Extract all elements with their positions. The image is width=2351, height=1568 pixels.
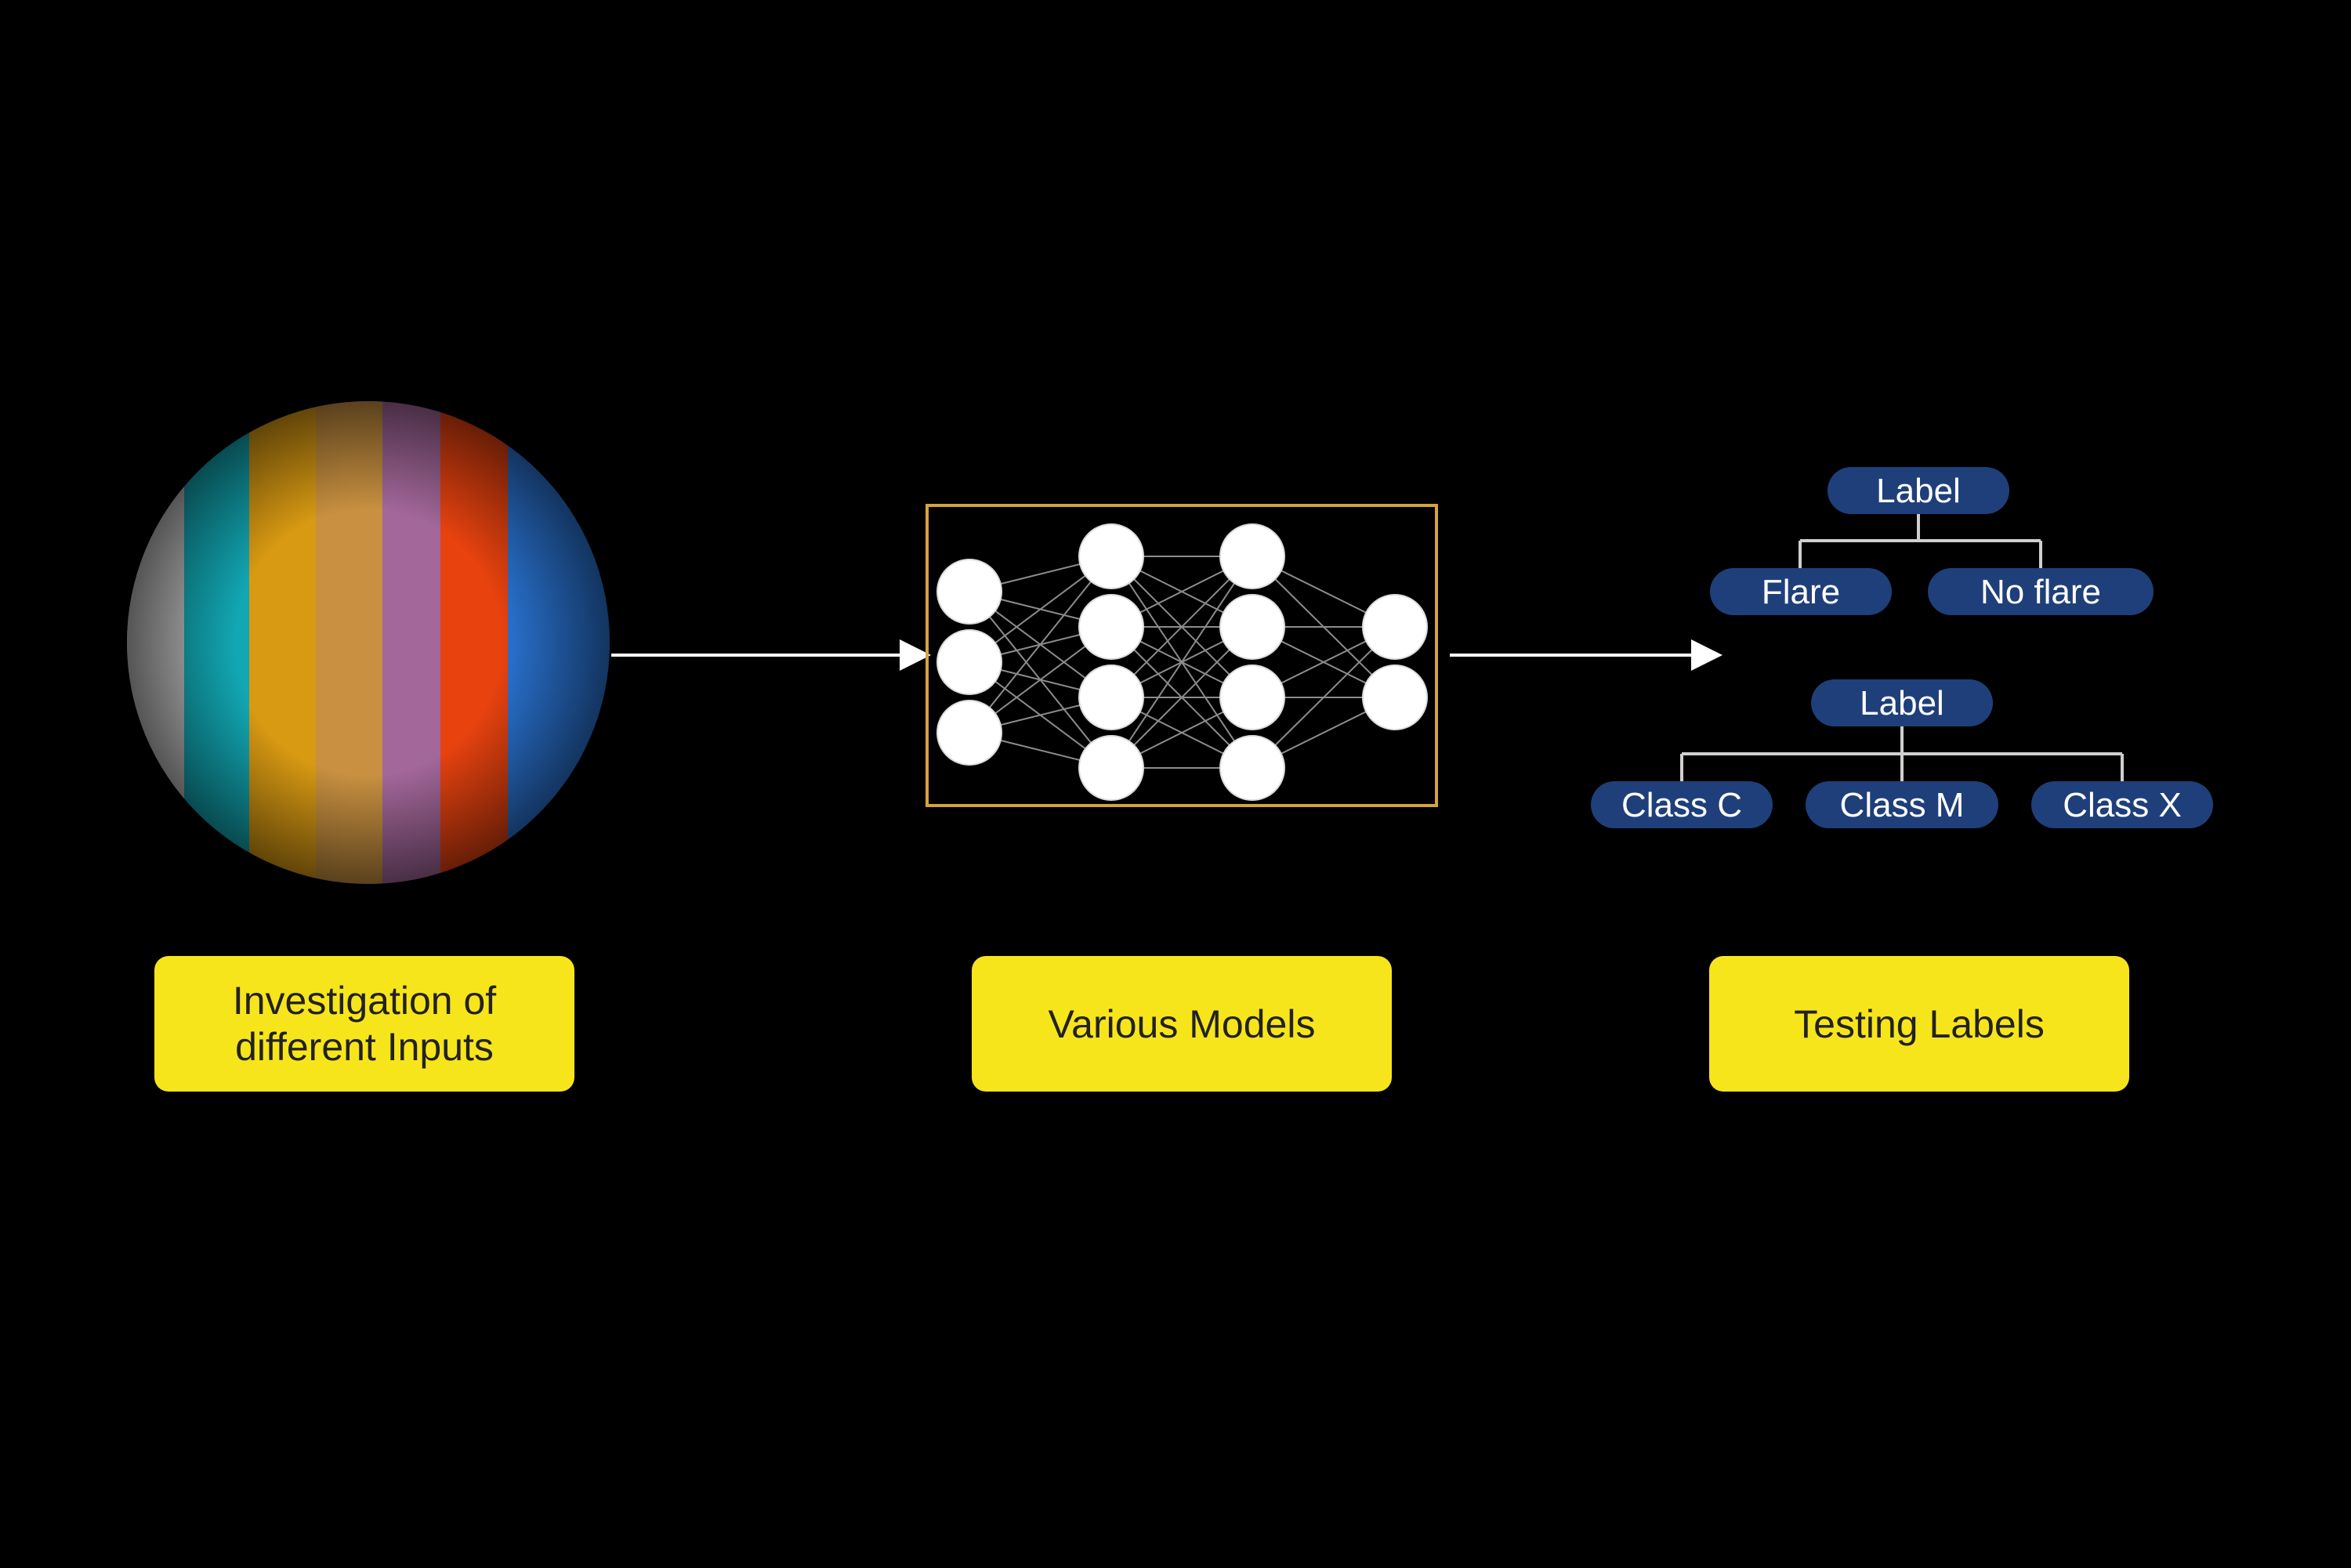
nn-edge bbox=[1110, 556, 1253, 698]
multiclass-label-tree bbox=[1680, 726, 2124, 781]
neural-network bbox=[926, 504, 1438, 807]
nn-edge bbox=[1110, 626, 1253, 769]
multiclass-root-pill: Label bbox=[1811, 679, 1993, 726]
nn-node bbox=[1219, 664, 1285, 730]
labels-caption: Testing Labels bbox=[1794, 1002, 2045, 1046]
model-frame bbox=[926, 504, 1438, 807]
class-m-pill: Class M bbox=[1806, 781, 1998, 828]
nn-edge bbox=[1110, 556, 1253, 769]
binary-root-pill: Label bbox=[1828, 467, 2009, 514]
nn-edge bbox=[1252, 626, 1396, 769]
binary-root-label: Label bbox=[1876, 472, 1961, 510]
nn-node bbox=[936, 700, 1002, 766]
nn-node bbox=[936, 629, 1002, 695]
nn-node bbox=[1078, 594, 1144, 660]
nn-node bbox=[1219, 594, 1285, 660]
models-caption-box: Various Models bbox=[972, 956, 1392, 1092]
class-m-label: Class M bbox=[1840, 786, 1965, 824]
binary-label-tree bbox=[1799, 513, 2042, 568]
class-c-pill: Class C bbox=[1591, 781, 1773, 828]
nn-node bbox=[1362, 594, 1428, 660]
nn-node bbox=[1219, 523, 1285, 589]
models-caption: Various Models bbox=[1049, 1002, 1316, 1046]
nn-node bbox=[1078, 664, 1144, 730]
labels-caption-box: Testing Labels bbox=[1709, 956, 2129, 1092]
sun-image bbox=[127, 401, 610, 884]
inputs-caption-line-1: Investigation of bbox=[233, 979, 496, 1023]
nn-node bbox=[936, 559, 1002, 625]
multiclass-root-label: Label bbox=[1860, 684, 1944, 722]
nn-edge bbox=[969, 556, 1112, 733]
class-x-label: Class X bbox=[2063, 786, 2182, 824]
nn-node bbox=[1078, 523, 1144, 589]
class-x-pill: Class X bbox=[2031, 781, 2213, 828]
inputs-caption-box: Investigation of different Inputs bbox=[154, 956, 574, 1092]
nn-node bbox=[1078, 735, 1144, 801]
class-c-label: Class C bbox=[1621, 786, 1742, 824]
flare-label: Flare bbox=[1762, 573, 1840, 611]
nn-node bbox=[1219, 735, 1285, 801]
nn-node bbox=[1362, 664, 1428, 730]
no-flare-label: No flare bbox=[1980, 573, 2101, 611]
inputs-caption-line-2: different Inputs bbox=[235, 1025, 494, 1069]
flare-pill: Flare bbox=[1710, 568, 1892, 615]
no-flare-pill: No flare bbox=[1928, 568, 2154, 615]
